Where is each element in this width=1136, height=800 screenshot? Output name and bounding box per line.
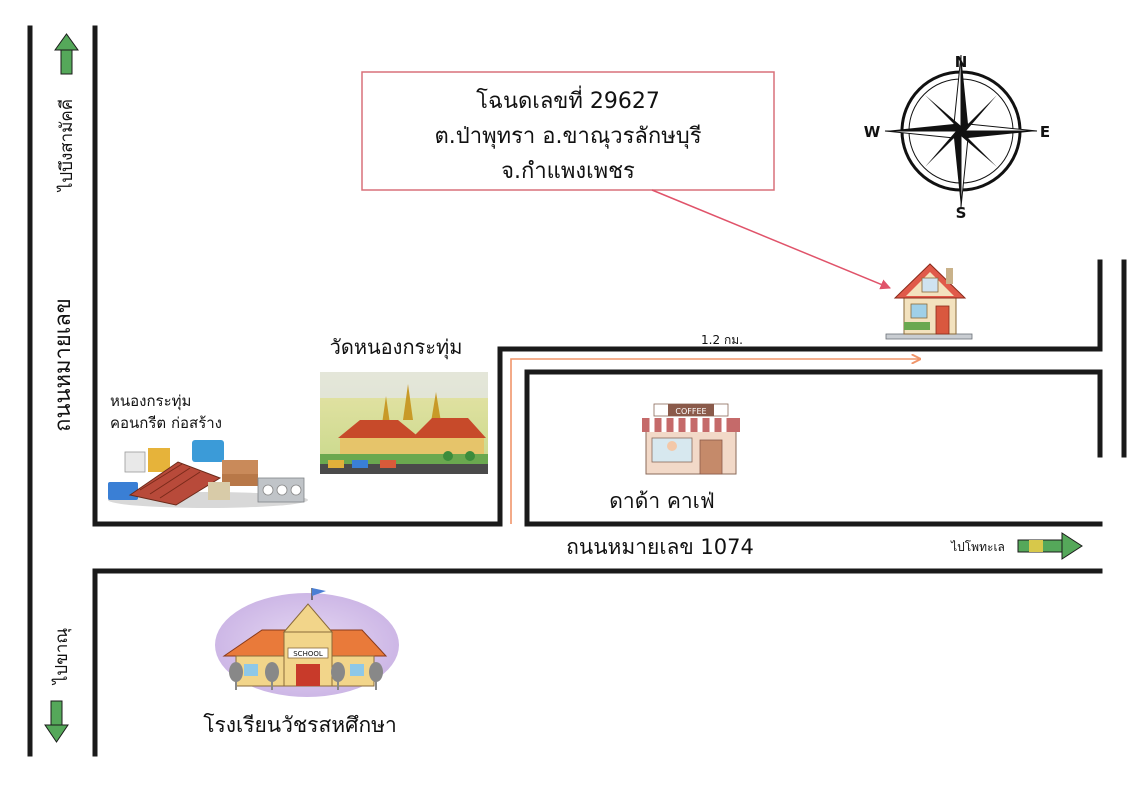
direction-top-label: ไปบึงสามัคคี [56, 99, 77, 193]
compass-south-label: S [956, 204, 967, 222]
temple-icon [320, 372, 488, 474]
concrete-shop-landmark: หนองกระทุ่ม คอนกรีต ก่อสร้าง [108, 392, 308, 508]
cafe-landmark: COFFEE ดาด้า คาเฟ่ [609, 403, 740, 513]
deed-subdistrict: ต.ป่าพุทรา อ.ขาณุวรลักษบุรี [434, 124, 701, 149]
compass-east-label: E [1040, 123, 1050, 141]
school-name: โรงเรียนวัชรสหศึกษา [203, 713, 397, 737]
deed-info-box: โฉนดเลขที่ 29627 ต.ป่าพุทรา อ.ขาณุวรลักษ… [361, 71, 775, 191]
house-icon [885, 263, 973, 340]
cafe-name: ดาด้า คาเฟ่ [609, 489, 714, 513]
cafe-icon: COFFEE [642, 403, 740, 475]
temple-landmark: วัดหนองกระทุ่ม [320, 335, 488, 474]
direction-down-group: ไปขาณุ [44, 628, 72, 743]
direction-up-group: ไปบึงสามัคคี [54, 33, 79, 193]
road-network [27, 25, 1127, 757]
school-sign-text: SCHOOL [293, 650, 323, 658]
direction-bottom-label: ไปขาณุ [51, 628, 72, 687]
cafe-sign-text: COFFEE [675, 407, 706, 416]
school-icon: SCHOOL [215, 588, 399, 697]
concrete-shop-subtitle: คอนกรีต ก่อสร้าง [110, 414, 222, 432]
route-line [510, 359, 920, 524]
concrete-shop-name: หนองกระทุ่ม [110, 392, 191, 411]
direction-right-group: ไปโพทะเล [950, 532, 1083, 560]
construction-materials-icon [108, 440, 308, 508]
horizontal-road-label: ถนนหมายเลข 1074 [566, 535, 754, 559]
temple-name: วัดหนองกระทุ่ม [330, 335, 463, 360]
compass-north-label: N [955, 53, 968, 71]
compass-rose-icon: N S E W [864, 53, 1050, 222]
deed-province: จ.กำแพงเพชร [501, 159, 635, 184]
compass-west-label: W [864, 123, 881, 141]
arrow-down-icon [44, 700, 69, 743]
pointer-line [651, 189, 891, 290]
direction-right-label: ไปโพทะเล [950, 540, 1005, 554]
distance-label: 1.2 กม. [701, 333, 743, 347]
arrow-up-icon [54, 33, 79, 75]
school-landmark: SCHOOL โรงเรียนวัชรสหศึกษา [203, 588, 399, 737]
deed-number: โฉนดเลขที่ 29627 [476, 85, 660, 114]
vertical-road-label: ถนนหมายเลข [51, 298, 76, 432]
arrow-right-icon [1017, 532, 1083, 560]
